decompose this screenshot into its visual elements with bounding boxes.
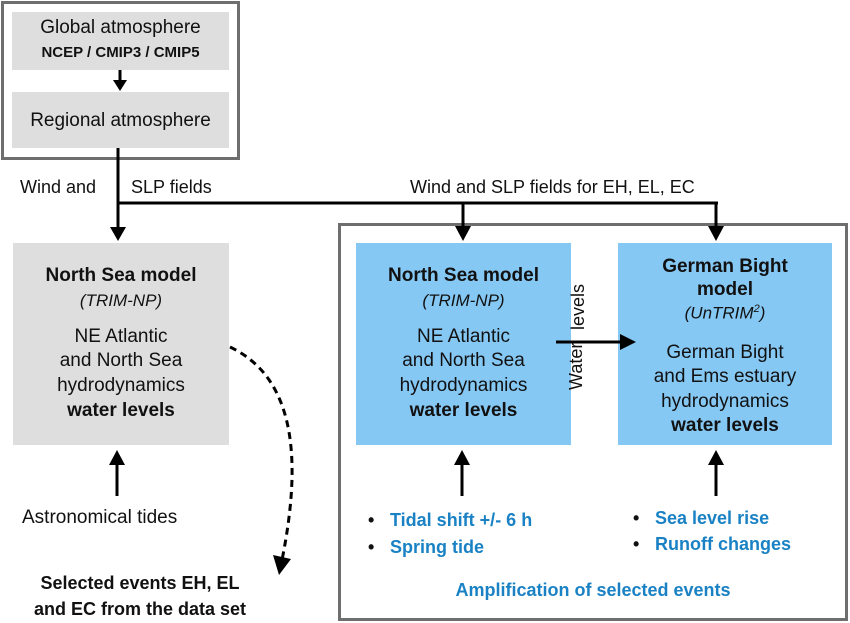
right-model-subtitle-end: ) <box>759 303 766 323</box>
right-model-subtitle-main: (UnTRIM <box>684 303 754 323</box>
middle-model-line1: NE Atlantic <box>417 326 510 347</box>
north-sea-model-box-middle <box>356 243 571 445</box>
arrowhead-left-model <box>110 227 126 241</box>
middle-model-line4: water levels <box>409 400 518 421</box>
label-slp-fields: SLP fields <box>131 177 212 197</box>
right-model-line3: hydrodynamics <box>661 391 789 412</box>
arrowhead-middle-model <box>455 226 471 241</box>
middle-model-title: North Sea model <box>388 265 539 286</box>
label-water: Water <box>566 342 586 390</box>
german-bight-model-box <box>618 243 832 445</box>
right-model-subtitle-sup: 2 <box>753 303 760 315</box>
left-model-title: North Sea model <box>45 265 197 286</box>
scenario-frame <box>338 223 848 621</box>
label-wind-slp-eh: Wind and SLP fields for EH, EL, EC <box>410 177 695 197</box>
amplification-label: Amplification of selected events <box>455 580 731 600</box>
global-atmosphere-box <box>12 12 229 70</box>
middle-bullet-2-text: Spring tide <box>390 537 484 557</box>
right-model-line1: German Bight <box>666 342 784 363</box>
selected-events-line1: Selected events EH, EL <box>40 573 240 593</box>
left-model-line3: hydrodynamics <box>57 375 185 396</box>
label-wind-and: Wind and <box>20 177 97 197</box>
right-model-line2: and Ems estuary <box>653 366 797 387</box>
global-atmosphere-title: Global atmosphere <box>40 17 201 38</box>
regional-atmosphere-box <box>12 92 229 148</box>
left-model-line1: NE Atlantic <box>74 326 168 347</box>
north-sea-model-box-left <box>13 243 229 445</box>
middle-bullet-1: • Tidal shift +/- 6 h <box>368 510 532 531</box>
middle-bullet-2: • Spring tide <box>368 537 484 558</box>
right-model-title1: German Bight <box>662 256 788 277</box>
label-levels: levels <box>568 283 588 330</box>
arrowhead-water-levels <box>620 334 636 350</box>
right-bullet-1-text: Sea level rise <box>655 508 770 528</box>
astronomical-tides-label: Astronomical tides <box>22 507 178 528</box>
middle-model-subtitle: (TRIM-NP) <box>422 291 505 310</box>
bullet-glyph: • <box>633 508 640 528</box>
right-model-title2: model <box>697 279 753 300</box>
right-bullet-2: • Runoff changes <box>633 534 791 555</box>
atmosphere-frame <box>1 1 240 160</box>
middle-model-line3: hydrodynamics <box>399 375 528 396</box>
right-bullet-2-text: Runoff changes <box>655 534 792 554</box>
global-atmosphere-sources: NCEP / CMIP3 / CMIP5 <box>41 44 200 61</box>
middle-bullet-1-text: Tidal shift +/- 6 h <box>390 510 533 530</box>
middle-model-line2: and North Sea <box>402 350 525 371</box>
left-model-line2: and North Sea <box>59 350 183 371</box>
right-model-subtitle: (UnTRIM2) <box>618 303 832 324</box>
right-bullet-1: • Sea level rise <box>633 508 769 529</box>
left-model-line4: water levels <box>67 400 175 421</box>
arrowhead-right-model <box>708 226 724 241</box>
bullet-glyph: • <box>368 537 375 557</box>
bullet-glyph: • <box>368 510 375 530</box>
right-model-line4: water levels <box>671 415 779 436</box>
dashed-selection-arrow <box>229 345 294 561</box>
regional-atmosphere-title: Regional atmosphere <box>30 110 211 131</box>
selected-events-line2: and EC from the data set <box>33 599 247 619</box>
bullet-glyph: • <box>633 534 640 554</box>
left-model-subtitle: (TRIM-NP) <box>79 291 163 310</box>
